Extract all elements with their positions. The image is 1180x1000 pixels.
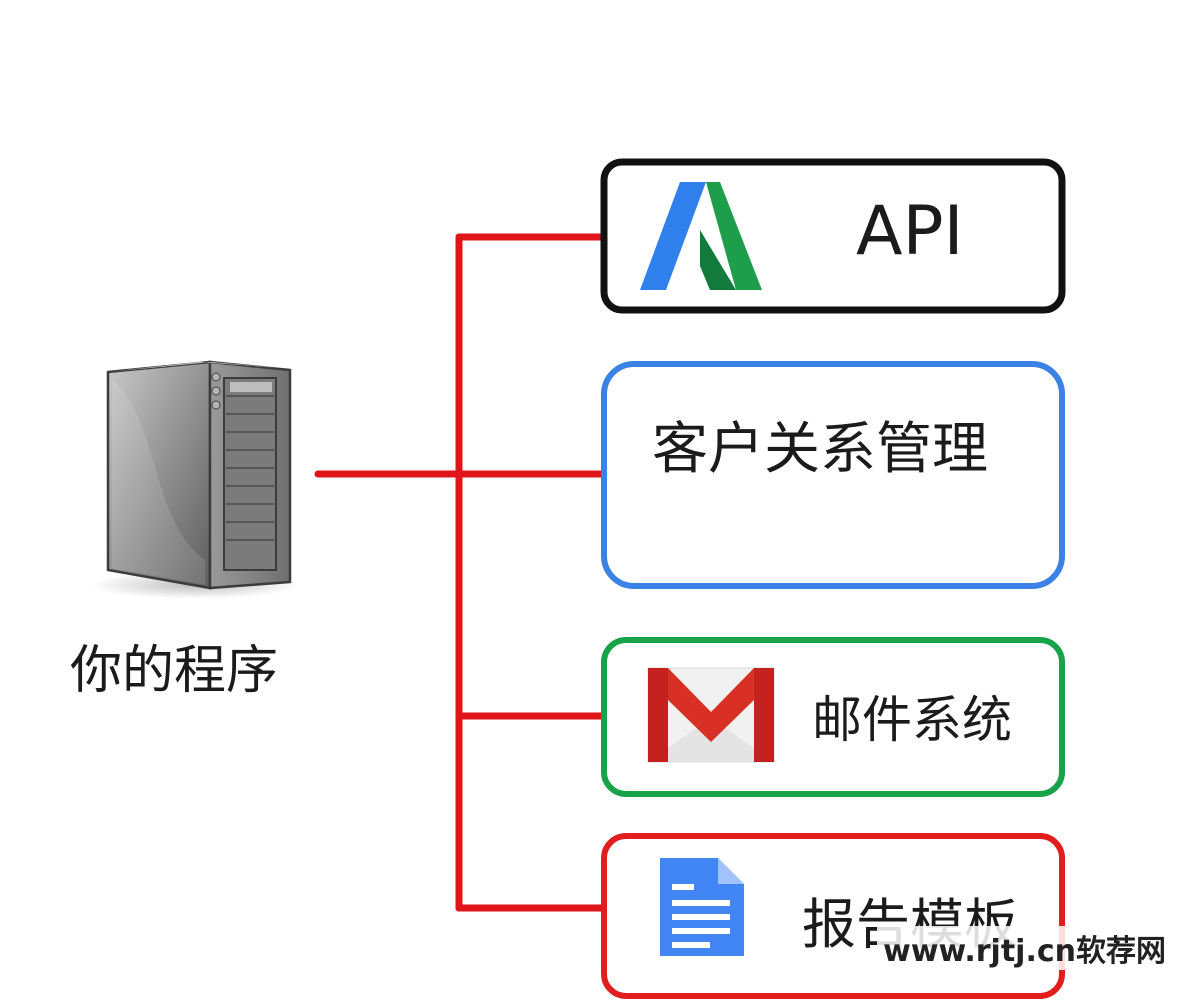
- server-tower-icon: [90, 360, 300, 599]
- google-docs-icon: [660, 858, 744, 956]
- node-label-api: API: [856, 192, 964, 271]
- connectors: [314, 233, 610, 912]
- program-label: 你的程序: [70, 641, 279, 701]
- node-label-email: 邮件系统: [812, 691, 1012, 749]
- node-label-crm: 客户关系管理: [652, 417, 988, 482]
- google-ads-icon: [640, 182, 762, 290]
- gmail-icon: [647, 667, 775, 763]
- watermark: www.rjtj.cn软荐网: [877, 926, 1172, 970]
- node-box-crm: [601, 361, 1065, 589]
